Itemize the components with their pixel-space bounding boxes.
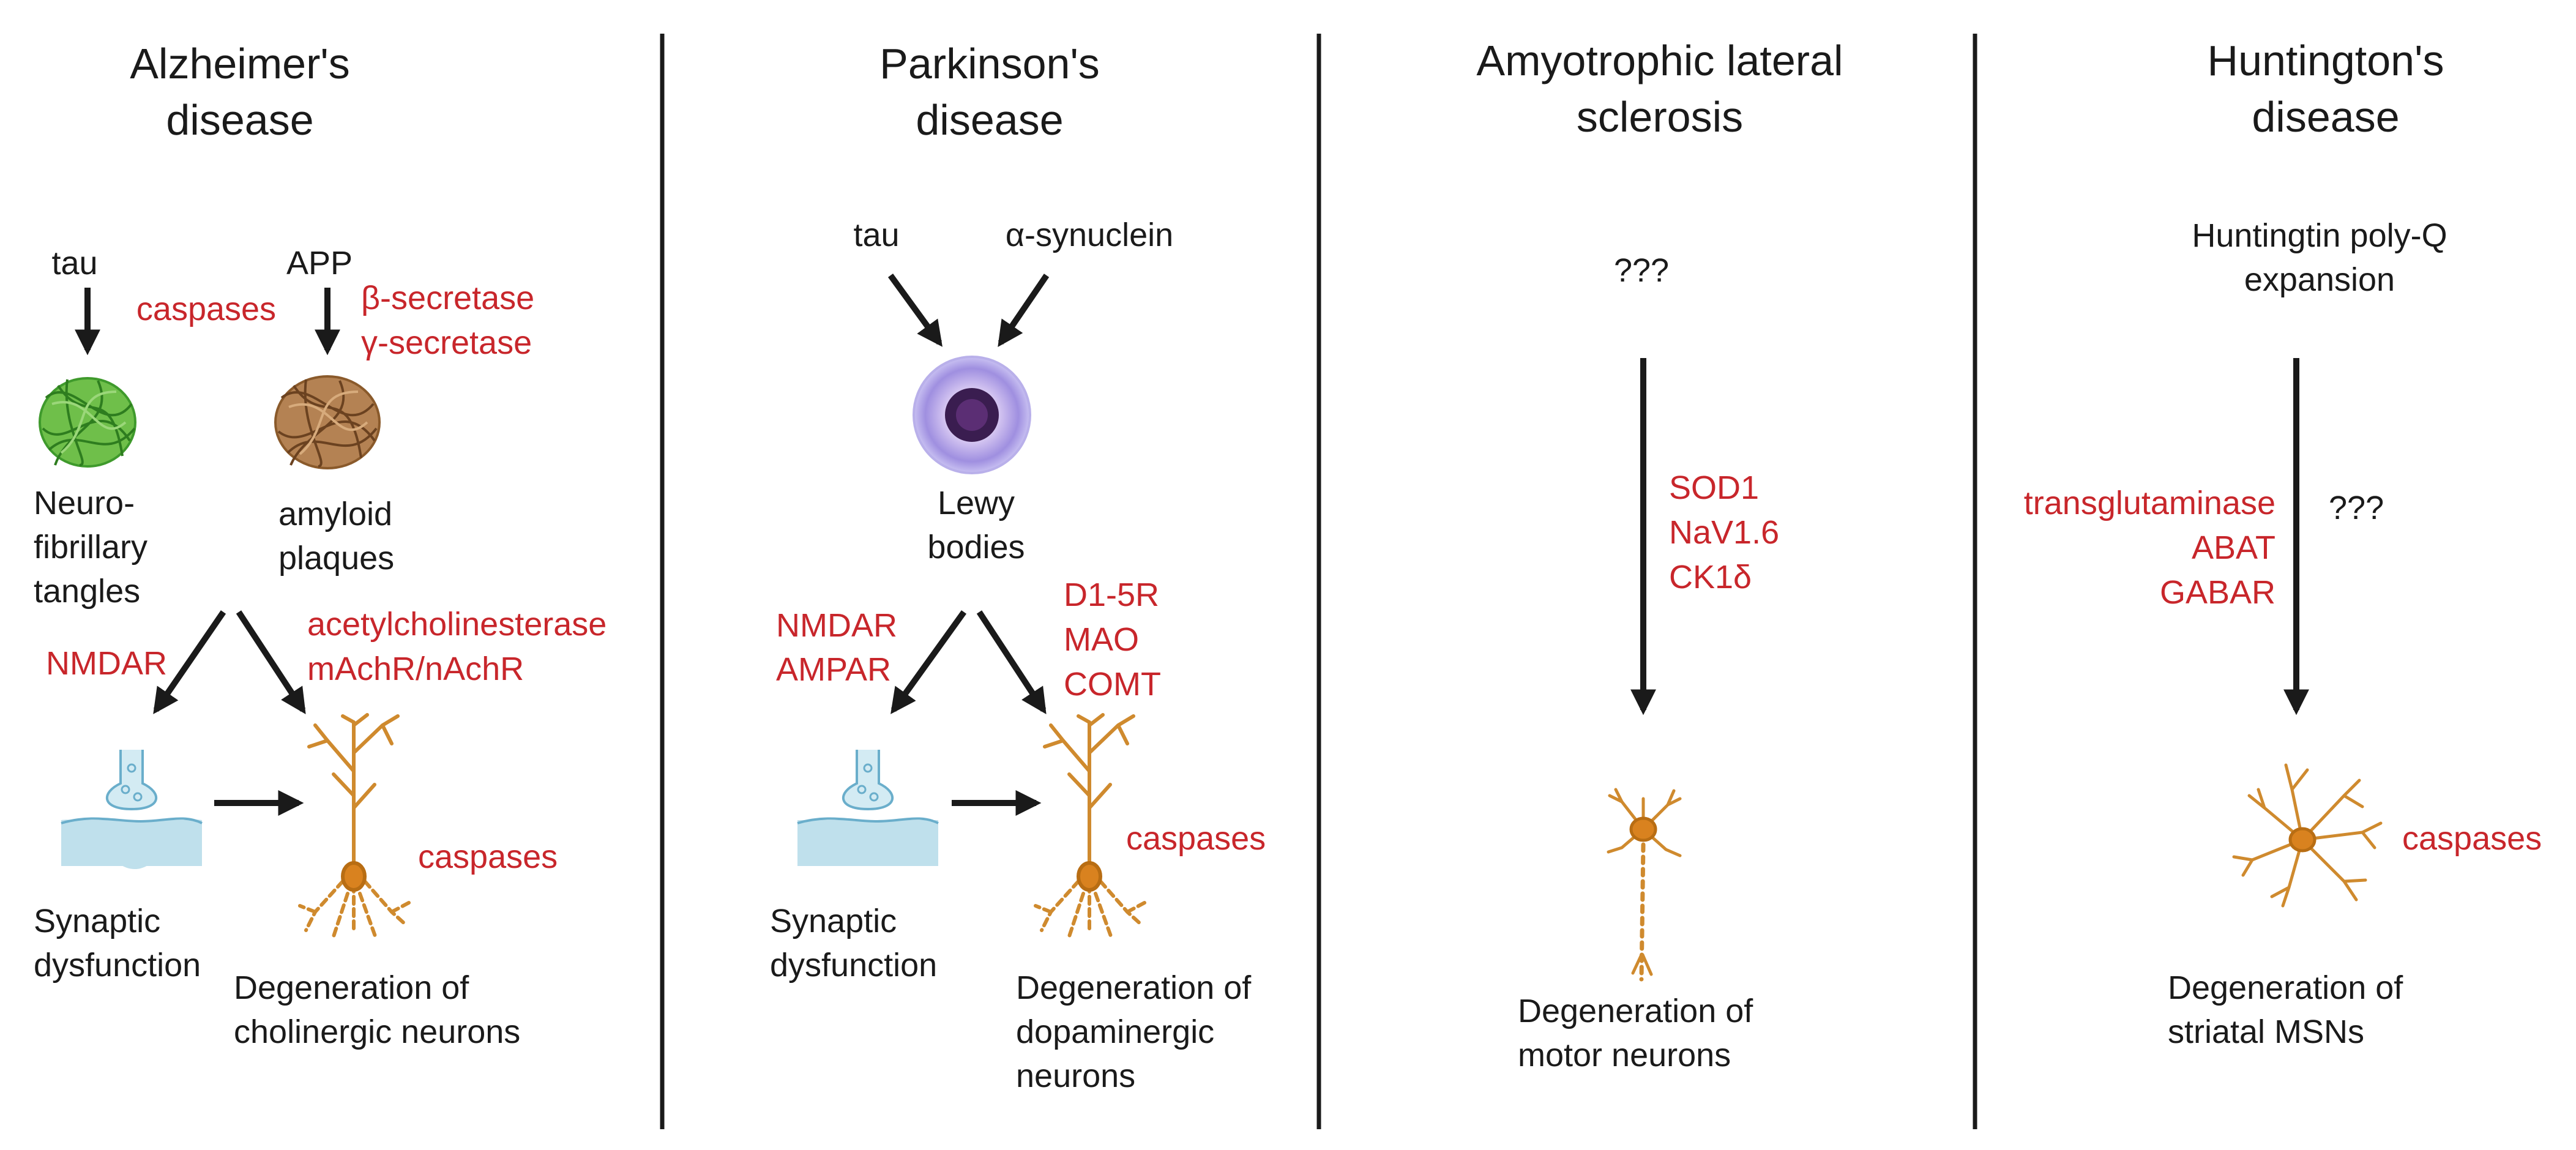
synapse-icon <box>797 750 939 866</box>
caspases-label: caspases <box>418 838 558 875</box>
synuclein-label: α-synuclein <box>1006 217 1173 253</box>
caspases-label: caspases <box>136 291 276 327</box>
motor-neuron-icon <box>1607 788 1682 982</box>
unknown-mechanism-label: ??? <box>2329 490 2384 526</box>
caspases-label: caspases <box>1126 820 1266 857</box>
app-label: APP <box>286 245 353 282</box>
medium-spiny-neuron-icon <box>2232 763 2383 908</box>
pyramidal-neuron-icon <box>1034 713 1146 941</box>
tau-label: tau <box>51 245 97 282</box>
pyramidal-neuron-icon <box>298 713 411 941</box>
unknown-cause-label: ??? <box>1614 252 1669 289</box>
amyloid-plaques-icon <box>274 375 381 469</box>
arrow <box>976 610 1047 715</box>
nmdar-label: NMDAR <box>46 645 167 682</box>
arrow <box>890 610 967 714</box>
caspases-label: caspases <box>2402 820 2542 857</box>
arrow <box>998 274 1050 347</box>
neurofibrillary-tangles-icon <box>39 377 136 468</box>
arrow <box>153 610 226 714</box>
arrow <box>887 274 943 347</box>
synapse-icon <box>61 750 203 869</box>
arrow <box>236 610 306 715</box>
tau-label: tau <box>853 217 899 253</box>
lewy-body-icon <box>913 356 1031 474</box>
